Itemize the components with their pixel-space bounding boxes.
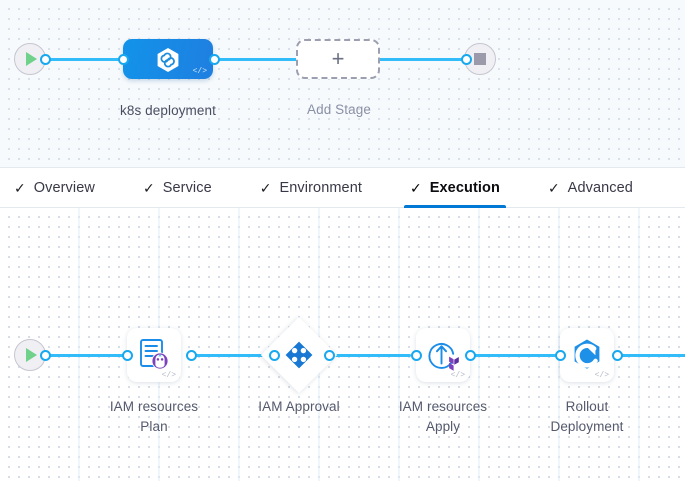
code-tag-icon: </> [192,67,207,76]
tab-label: Advanced [567,179,633,196]
port-approval-in[interactable] [269,350,280,361]
terraform-plan-icon [140,339,169,370]
step-label-iam-resources-apply: IAM resources Apply [378,397,508,437]
stage-label-k8s-deployment: k8s deployment [120,103,216,118]
wire-apply-to-rollout [470,354,556,357]
play-icon [26,348,37,362]
plus-icon: + [331,46,345,71]
add-stage-label: Add Stage [307,102,371,117]
tab-label: Environment [279,179,362,196]
port-apply-in[interactable] [411,350,422,361]
tab-overview[interactable]: ✓ Overview [14,168,109,207]
port-rollout-out[interactable] [612,350,623,361]
stage-node-k8s-deployment[interactable]: </> [123,39,213,79]
wire-rollout-to-next [617,354,685,357]
step-label-line2: Apply [425,419,461,434]
wire-plan-to-approval [191,354,274,357]
execution-graph-canvas[interactable]: </> IAM resources Plan IAM Approval [0,208,685,481]
code-tag-icon: </> [594,371,609,380]
code-tag-icon: </> [450,371,465,380]
stage-config-tabbar[interactable]: ✓ Overview ✓ Service ✓ Environment ✓ Exe… [0,168,685,208]
port-end-in[interactable] [461,54,472,65]
step-label-iam-approval: IAM Approval [234,397,364,417]
wire-start-to-stage [40,58,124,61]
step-label-line1: IAM resources [109,399,199,414]
tab-environment[interactable]: ✓ Environment [260,168,376,207]
step-label-iam-resources-plan: IAM resources Plan [89,397,219,437]
tab-label: Execution [429,179,500,196]
wire-approval-to-apply [329,354,411,357]
wire-addstage-to-end [377,58,467,61]
tab-execution[interactable]: ✓ Execution [404,168,514,208]
step-label-rollout-deployment: Rollout Deployment [522,397,652,437]
tab-label: Overview [33,179,95,196]
stage-graph-canvas[interactable]: </> k8s deployment + Add Stage [0,0,685,168]
port-plan-out[interactable] [186,350,197,361]
code-tag-icon: </> [161,371,176,380]
stop-icon [474,53,486,65]
wire-exec-start-to-plan [40,354,136,357]
play-icon [26,52,37,66]
terraform-apply-icon [428,343,459,371]
check-icon: ✓ [547,179,560,196]
step-node-iam-resources-apply[interactable]: </> [416,328,470,382]
port-start-out[interactable] [40,54,51,65]
step-label-line2: Plan [140,419,168,434]
step-node-iam-resources-plan[interactable]: </> [127,328,181,382]
check-icon: ✓ [259,179,272,196]
tab-label: Service [162,179,212,196]
step-label-line2: Deployment [550,419,624,434]
wire-stage-to-addstage [214,58,300,61]
port-stage-in[interactable] [118,54,129,65]
port-exec-start-out[interactable] [40,350,51,361]
step-label-line1: IAM resources [398,399,488,414]
rollout-hexagon-icon [574,339,600,369]
port-approval-out[interactable] [324,350,335,361]
check-icon: ✓ [410,179,422,196]
port-rollout-in[interactable] [555,350,566,361]
tab-service[interactable]: ✓ Service [143,168,226,207]
check-icon: ✓ [14,179,26,196]
harness-hexagon-icon [157,48,179,72]
tab-advanced[interactable]: ✓ Advanced [548,168,647,207]
port-stage-out[interactable] [209,54,220,65]
add-stage-button[interactable]: + [296,39,380,79]
step-node-rollout-deployment[interactable]: </> [560,328,614,382]
check-icon: ✓ [142,179,155,196]
step-label-line1: Rollout [565,399,609,414]
port-apply-out[interactable] [465,350,476,361]
step-label-line1: IAM Approval [258,399,340,414]
port-plan-in[interactable] [122,350,133,361]
